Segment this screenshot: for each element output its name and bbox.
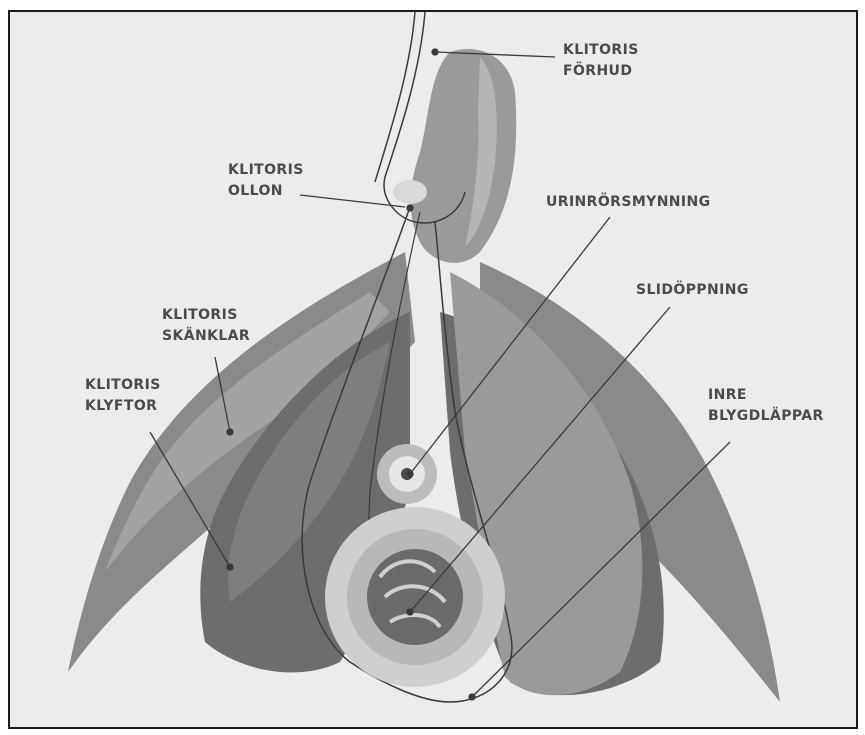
label-vaginal-opening: SLIDÖPPNING bbox=[636, 280, 749, 301]
clitoris-body-shape bbox=[411, 49, 517, 263]
label-clitoris-hood: KLITORIS FÖRHUD bbox=[563, 40, 639, 82]
label-clitoris-glans: KLITORIS OLLON bbox=[228, 160, 304, 202]
diagram-frame: KLITORIS FÖRHUD KLITORIS OLLON URINRÖRSM… bbox=[8, 10, 858, 729]
label-urethral-opening: URINRÖRSMYNNING bbox=[546, 192, 711, 213]
label-labia-minora: INRE BLYGDLÄPPAR bbox=[708, 385, 824, 427]
leader-glans bbox=[300, 195, 405, 207]
label-clitoris-bulbs: KLITORIS KLYFTOR bbox=[85, 375, 161, 417]
anatomy-illustration bbox=[10, 12, 856, 727]
label-clitoris-crura: KLITORIS SKÄNKLAR bbox=[162, 305, 250, 347]
glans-shape bbox=[393, 180, 427, 204]
